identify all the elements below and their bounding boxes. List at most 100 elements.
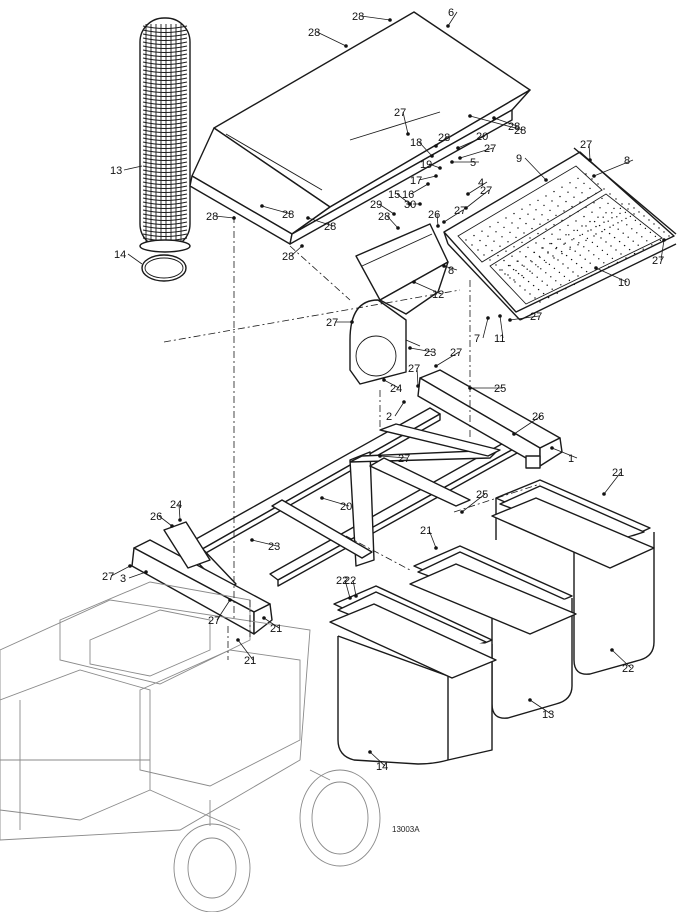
- callout-12: 12: [432, 289, 444, 301]
- fastener-point: [368, 750, 372, 754]
- leader-line: [418, 141, 433, 157]
- callout-21: 21: [244, 655, 256, 667]
- callout-25: 25: [476, 489, 488, 501]
- leader-line: [461, 493, 486, 513]
- leader-line: [386, 215, 399, 229]
- fastener-point: [144, 570, 148, 574]
- callout-25: 25: [494, 383, 506, 395]
- fastener-point: [392, 212, 396, 216]
- fastener-point: [416, 384, 420, 388]
- fastener-point: [232, 216, 236, 220]
- leader-line: [383, 379, 400, 389]
- callout-27: 27: [326, 317, 338, 329]
- leader-line: [237, 639, 254, 661]
- callout-28: 28: [282, 209, 294, 221]
- leader-line: [493, 117, 518, 127]
- callout-27: 27: [398, 453, 410, 465]
- leader-line: [128, 571, 147, 579]
- fastener-point: [610, 648, 614, 652]
- leader-line: [418, 175, 437, 181]
- callout-9: 9: [516, 153, 522, 165]
- leader-line: [443, 265, 458, 271]
- callout-15: 15: [388, 189, 400, 201]
- callout-28: 28: [514, 125, 526, 137]
- fastener-point: [436, 224, 440, 228]
- fastener-point: [468, 386, 472, 390]
- callout-21: 21: [420, 525, 432, 537]
- callout-27: 27: [102, 571, 114, 583]
- callout-8: 8: [448, 265, 454, 277]
- support-left: [131, 521, 273, 635]
- hose-clamp: [141, 254, 187, 282]
- callout-26: 26: [428, 209, 440, 221]
- fastener-point: [602, 492, 606, 496]
- fastener-point: [382, 378, 386, 382]
- fastener-point: [250, 538, 254, 542]
- leader-line: [469, 115, 524, 131]
- callout-27: 27: [484, 143, 496, 155]
- fastener-point: [550, 446, 554, 450]
- callout-23: 23: [268, 541, 280, 553]
- callout-27: 27: [394, 107, 406, 119]
- fastener-point: [350, 320, 354, 324]
- leader-line: [467, 181, 488, 195]
- callout-20: 20: [476, 131, 488, 143]
- leader-line: [158, 515, 173, 527]
- leader-line: [447, 11, 458, 27]
- leader-line: [459, 147, 494, 159]
- leader-line: [123, 165, 143, 171]
- leader-line: [436, 213, 439, 227]
- leader-line: [428, 163, 441, 169]
- fastener-point: [466, 192, 470, 196]
- leader-line: [524, 157, 547, 181]
- callout-11: 11: [494, 333, 505, 345]
- chute-adapter: [349, 299, 421, 385]
- fastener-point: [468, 114, 472, 118]
- fastener-point: [528, 698, 532, 702]
- fastener-point: [512, 432, 516, 436]
- callout-28: 28: [352, 11, 364, 23]
- leader-lines: [110, 11, 666, 767]
- callout-22: 22: [344, 575, 356, 587]
- leader-line: [416, 367, 419, 387]
- leader-line: [482, 317, 489, 339]
- fastener-point: [508, 318, 512, 322]
- leader-line: [316, 31, 347, 47]
- callout-22: 22: [336, 575, 348, 587]
- hopper-lid: [189, 11, 531, 245]
- fastener-point: [430, 154, 434, 158]
- fastener-point: [592, 174, 596, 178]
- callout-21: 21: [270, 623, 282, 635]
- leader-line: [603, 471, 622, 495]
- callout-17: 17: [410, 175, 422, 187]
- callout-27: 27: [208, 615, 220, 627]
- fastener-point: [408, 346, 412, 350]
- leader-line: [435, 351, 460, 367]
- fastener-point: [344, 44, 348, 48]
- leader-line: [216, 599, 231, 621]
- leader-line: [178, 503, 181, 521]
- leader-line: [413, 281, 442, 295]
- screen-panel: [443, 147, 677, 321]
- fastener-point: [486, 316, 490, 320]
- callout-7: 7: [474, 333, 480, 345]
- callout-28: 28: [508, 121, 520, 133]
- leader-line: [251, 539, 278, 547]
- callout-27: 27: [480, 185, 492, 197]
- figure-reference: 13003A: [392, 825, 420, 834]
- fastener-point: [262, 616, 266, 620]
- callout-5: 5: [470, 157, 476, 169]
- leader-line: [457, 135, 486, 149]
- fastener-point: [442, 220, 446, 224]
- fastener-point: [306, 216, 310, 220]
- fastener-point: [300, 244, 304, 248]
- callout-27: 27: [454, 205, 466, 217]
- fastener-point: [456, 146, 460, 150]
- fastener-point: [402, 400, 406, 404]
- fastener-point: [228, 598, 232, 602]
- callout-18: 18: [410, 137, 422, 149]
- callout-28: 28: [282, 251, 294, 263]
- fastener-point: [446, 24, 450, 28]
- fastener-point: [260, 204, 264, 208]
